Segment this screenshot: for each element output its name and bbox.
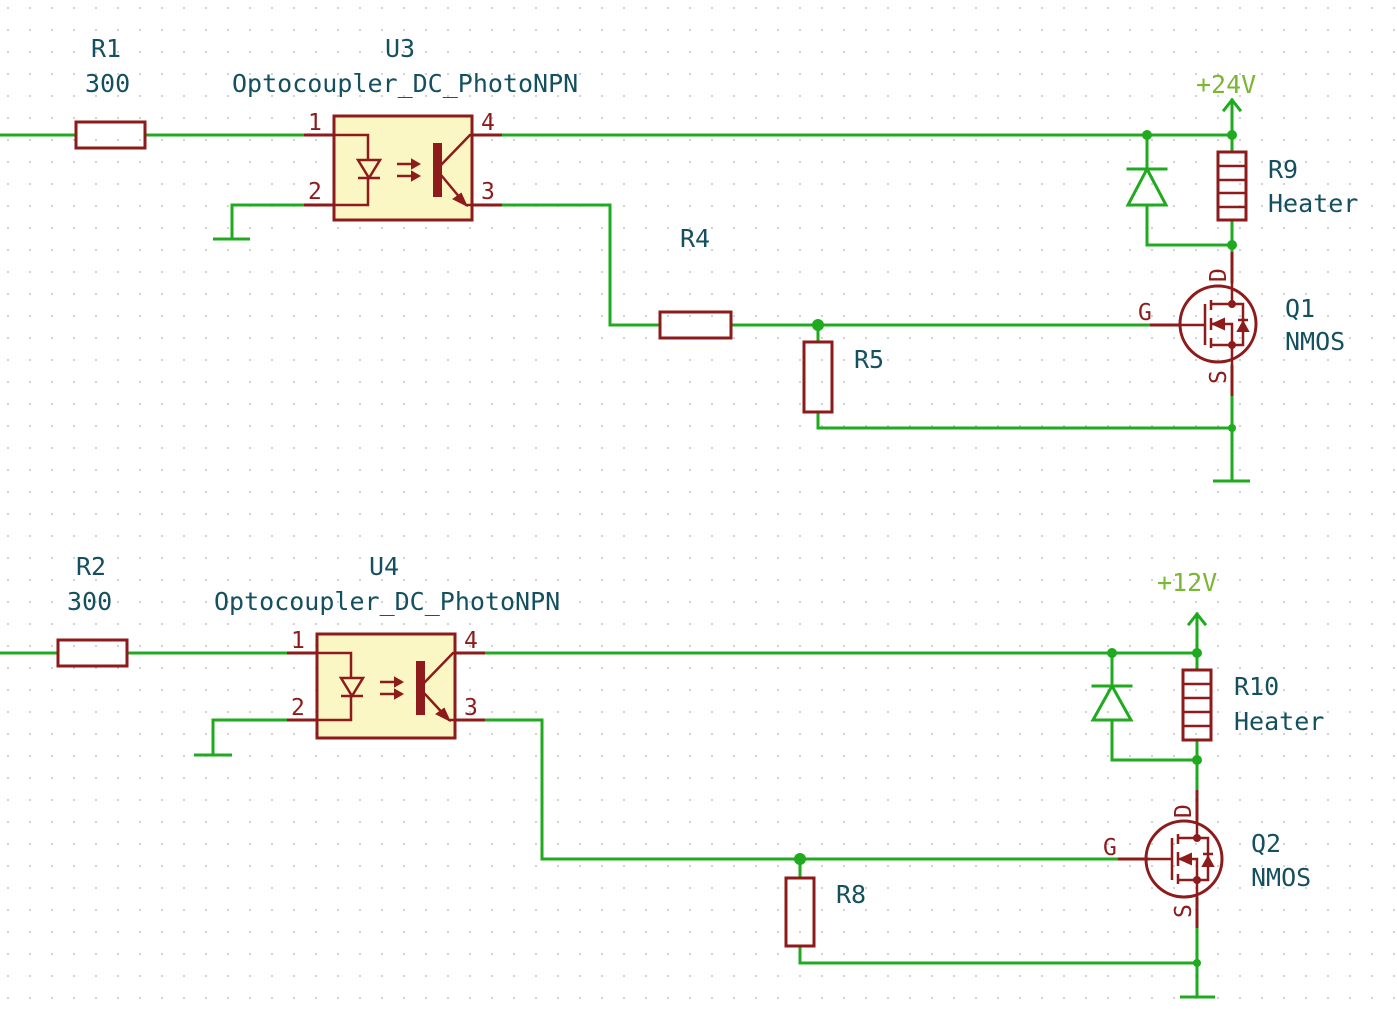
resistor-ref-r2: R2 <box>76 552 106 581</box>
grid-dots <box>7 7 1395 999</box>
wire[interactable] <box>798 944 1199 965</box>
junction-dot <box>1107 648 1117 658</box>
junction-dot <box>812 319 824 331</box>
resistor-ref-r1: R1 <box>91 34 121 63</box>
light-arrows <box>397 162 412 178</box>
emitter-arrow <box>435 707 452 723</box>
resistor-value-r1: 300 <box>85 69 130 98</box>
diode-body <box>1125 165 1169 207</box>
pin-number: 4 <box>464 628 478 654</box>
mosfet-drain-label: D <box>1206 268 1232 282</box>
mosfet-gate <box>1148 838 1174 880</box>
mosfet-gate <box>1180 304 1207 345</box>
power-arrow-icon <box>1186 611 1208 627</box>
junction-dot <box>1192 648 1202 658</box>
mosfet-gate-label: G <box>1138 300 1152 326</box>
mosfet-node <box>1228 300 1236 308</box>
body-diode-triangle <box>1201 854 1215 867</box>
circuit-2: R2 300 1 2 3 4 U4 Optocoupler_DC_PhotoNP… <box>0 552 1324 999</box>
resistor-r4[interactable] <box>658 310 733 340</box>
resistor-value-r2: 300 <box>67 587 112 616</box>
wire[interactable] <box>1145 203 1234 247</box>
circuit-1: R1 300 1 2 3 4 U3 Optocoupler_DC_PhotoNP… <box>0 34 1358 483</box>
heater-value-r10: Heater <box>1234 707 1324 736</box>
diode-body <box>1090 682 1134 722</box>
mosfet-ref-q2: Q2 <box>1251 829 1281 858</box>
junction-dot <box>1227 240 1237 250</box>
mosfet-source-label: S <box>1206 370 1232 384</box>
power-label-12v: +12V <box>1157 568 1217 597</box>
pin-number: 3 <box>481 179 495 205</box>
optocoupler-value-u4: Optocoupler_DC_PhotoNPN <box>214 587 560 616</box>
heater-ref-r9: R9 <box>1268 155 1298 184</box>
resistor-r8[interactable] <box>784 876 816 948</box>
junction-dot <box>794 853 806 865</box>
junction-dot <box>1193 959 1201 967</box>
mosfet-q1[interactable] <box>1150 252 1258 396</box>
resistor-ref-r8: R8 <box>836 880 866 909</box>
power-arrow-icon <box>1221 97 1243 113</box>
optocoupler-u4[interactable]: 1 2 3 4 <box>287 628 485 740</box>
optocoupler-ref-u3: U3 <box>385 34 415 63</box>
pin-number: 2 <box>308 179 322 205</box>
mosfet-q2[interactable] <box>1118 790 1224 928</box>
heater-stripes <box>1183 682 1211 728</box>
heater-stripes <box>1218 164 1246 209</box>
wire[interactable] <box>1110 718 1199 762</box>
junction-dot <box>1227 130 1237 140</box>
mosfet-ref-q1: Q1 <box>1285 294 1315 323</box>
optocoupler-ref-u4: U4 <box>369 552 399 581</box>
pin-number: 2 <box>291 695 305 721</box>
resistor-r1[interactable] <box>74 120 147 150</box>
resistor-ref-r5: R5 <box>854 345 884 374</box>
resistor-ref-r4: R4 <box>680 224 710 253</box>
optocoupler-u3[interactable]: 1 2 3 4 <box>304 110 502 222</box>
wire[interactable] <box>453 718 1150 861</box>
optocoupler-internal <box>334 133 383 207</box>
heater-value-r9: Heater <box>1268 189 1358 218</box>
light-arrowheads <box>411 158 422 182</box>
wire[interactable] <box>816 410 1234 430</box>
body-diode <box>1197 836 1213 882</box>
power-label-24v: +24V <box>1196 70 1256 99</box>
wires-circuit-2 <box>0 612 1199 998</box>
emitter-arrow <box>452 192 469 208</box>
pin-number: 1 <box>308 110 322 136</box>
pin-number: 4 <box>481 110 495 136</box>
wire[interactable] <box>470 203 662 327</box>
mosfet-node <box>1193 876 1201 884</box>
flyback-diode[interactable] <box>1090 682 1134 722</box>
mosfet-value-q1: NMOS <box>1285 327 1345 356</box>
light-arrowheads <box>394 676 405 700</box>
junction-dot <box>1228 424 1236 432</box>
resistor-r2[interactable] <box>56 638 129 668</box>
heater-resistor-r9[interactable] <box>1216 150 1248 222</box>
mosfet-drain-label: D <box>1171 804 1197 818</box>
mosfet-arrow <box>1177 852 1192 866</box>
optocoupler-body[interactable] <box>315 632 457 740</box>
mosfet-arrow <box>1210 317 1225 331</box>
light-arrows <box>380 680 395 696</box>
optocoupler-value-u3: Optocoupler_DC_PhotoNPN <box>232 69 578 98</box>
mosfet-node <box>1193 834 1201 842</box>
flyback-diode[interactable] <box>1125 165 1169 207</box>
mosfet-gate-label: G <box>1103 835 1117 861</box>
heater-resistor-r10[interactable] <box>1181 668 1213 742</box>
mosfet-node <box>1228 341 1236 349</box>
pin-number: 3 <box>464 695 478 721</box>
heater-ref-r10: R10 <box>1234 672 1279 701</box>
optocoupler-internal <box>317 651 366 722</box>
mosfet-source-label: S <box>1171 904 1197 918</box>
resistor-r5[interactable] <box>802 340 834 414</box>
mosfet-value-q2: NMOS <box>1251 863 1311 892</box>
pin-number: 1 <box>291 628 305 654</box>
optocoupler-body[interactable] <box>332 114 474 222</box>
phototransistor-base <box>433 143 442 197</box>
junction-dot <box>1142 130 1152 140</box>
body-diode-triangle <box>1236 319 1250 332</box>
junction-dot <box>1192 755 1202 765</box>
phototransistor-base <box>416 661 425 715</box>
wires-circuit-1 <box>0 98 1234 480</box>
